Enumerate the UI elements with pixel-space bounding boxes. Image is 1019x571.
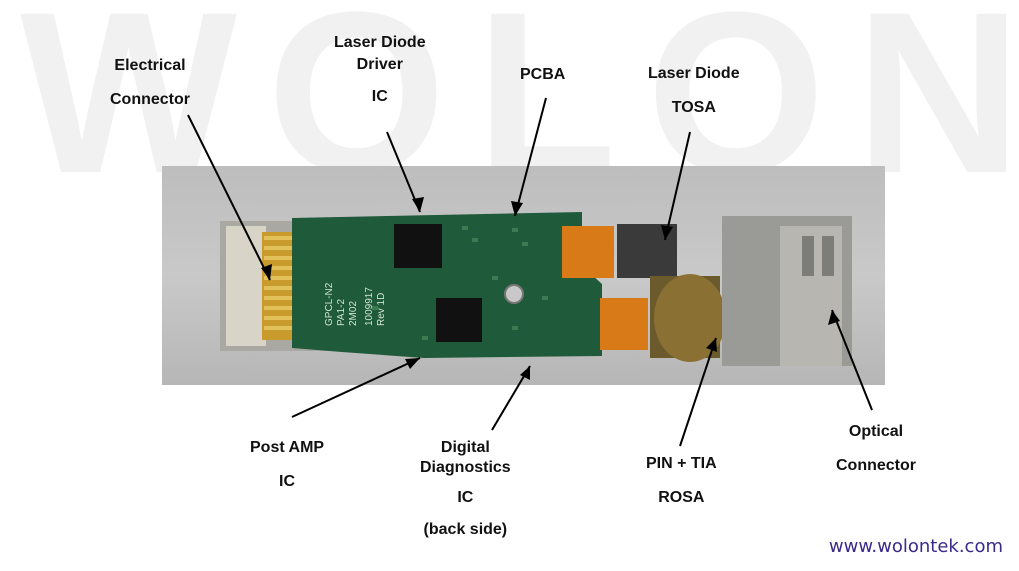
transceiver-illustration: GPCL-N2 PA1-2 2M02 1009917 Rev 1D xyxy=(220,212,852,366)
gold-edge-fingers xyxy=(262,232,296,340)
arrow-pcba xyxy=(511,201,523,216)
label-optical-connector: Optical Connector xyxy=(836,423,916,474)
line-post-amp xyxy=(291,357,421,418)
arrow-driver xyxy=(412,197,424,212)
label-pcba: PCBA xyxy=(520,66,566,83)
pcb-marking-1: GPCL-N2 xyxy=(324,282,335,326)
arrow-diag xyxy=(520,366,530,380)
arrow-rosa xyxy=(706,338,717,352)
label-electrical-connector: Electrical Connector xyxy=(110,57,190,108)
label-laser-diode-driver-ic: Laser Diode Driver IC xyxy=(334,34,426,105)
connector-metal-plate xyxy=(226,226,266,346)
arrow-tosa xyxy=(661,225,673,240)
website-url: www.wolontek.com xyxy=(828,536,1003,557)
label-laser-diode-tosa: Laser Diode TOSA xyxy=(648,65,740,116)
line-tosa xyxy=(664,131,691,241)
label-pin-tia-rosa: PIN + TIA ROSA xyxy=(646,455,717,506)
rosa-barrel xyxy=(654,274,726,362)
rosa-flex xyxy=(600,298,648,350)
tosa-flex xyxy=(562,226,614,278)
pcb-marking-5: Rev 1D xyxy=(376,293,387,326)
pcb-marking-3: 2M02 xyxy=(348,301,359,326)
pcb-marking-2: PA1-2 xyxy=(336,299,347,326)
mounting-hole xyxy=(504,284,524,304)
transceiver-photo: GPCL-N2 PA1-2 2M02 1009917 Rev 1D xyxy=(162,166,885,385)
arrow-electrical xyxy=(261,264,272,280)
line-optical-connector xyxy=(831,309,873,411)
label-digital-diagnostics-ic: Digital Diagnostics IC (back side) xyxy=(420,439,511,538)
line-pcba xyxy=(514,97,547,217)
arrow-postamp xyxy=(405,358,420,369)
line-rosa xyxy=(679,337,717,447)
pcb-board xyxy=(292,212,602,358)
line-electrical-connector xyxy=(187,114,271,281)
post-amp-ic xyxy=(436,298,482,342)
pcb-marking-4: 1009917 xyxy=(364,287,375,326)
laser-driver-ic xyxy=(394,224,442,268)
arrow-optical xyxy=(828,310,840,325)
label-post-amp-ic: Post AMP IC xyxy=(250,439,325,490)
